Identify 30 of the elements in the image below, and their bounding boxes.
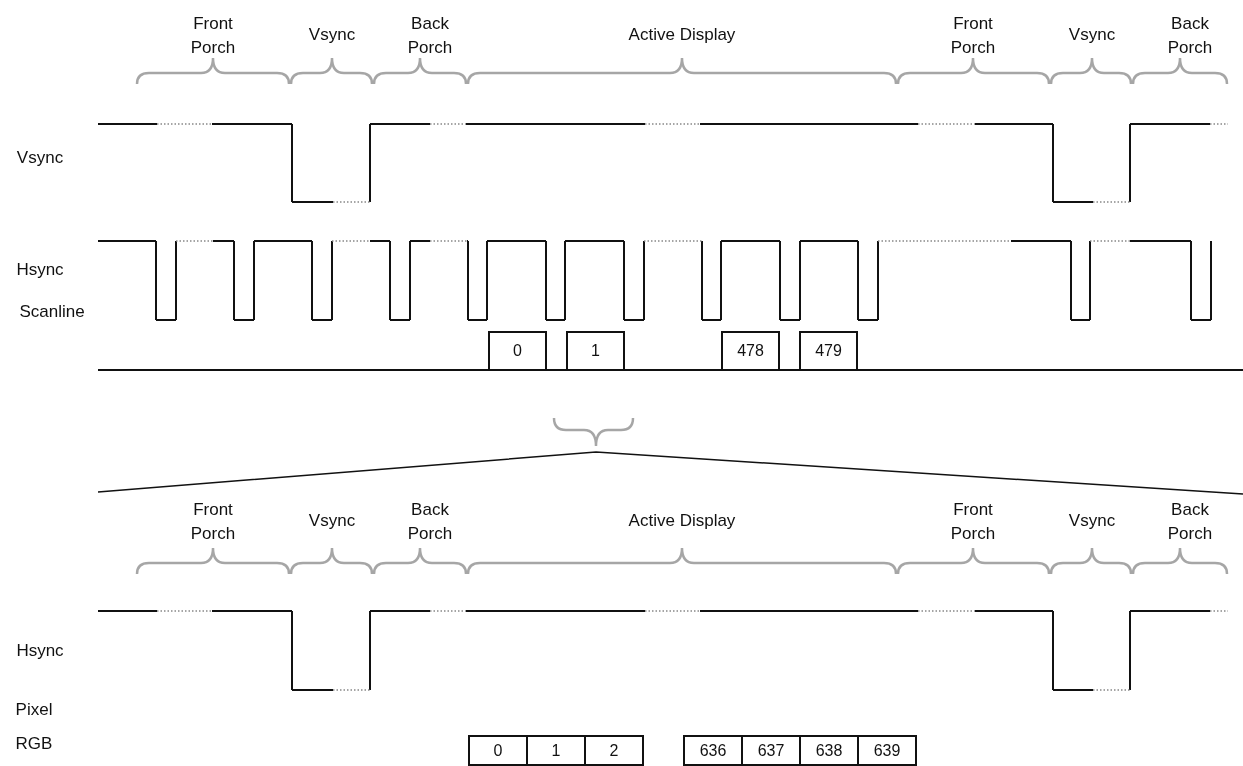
signal-label: Vsync xyxy=(15,147,65,169)
phase-label: Front Porch xyxy=(949,499,997,545)
scanline-box: 0 xyxy=(488,331,547,371)
scanline-box: 1 xyxy=(566,331,625,371)
phase-label: Front Porch xyxy=(189,13,237,59)
scanline-box: 478 xyxy=(721,331,780,371)
pixel-box: 636 xyxy=(683,735,743,766)
signal-label: Pixel RGB xyxy=(14,699,54,755)
phase-label: Back Porch xyxy=(1166,499,1214,545)
pixel-box: 0 xyxy=(468,735,528,766)
phase-label: Active Display xyxy=(627,510,737,532)
phase-label: Active Display xyxy=(627,24,737,46)
pixel-box: 639 xyxy=(857,735,917,766)
phase-label: Back Porch xyxy=(406,499,454,545)
phase-label: Vsync xyxy=(307,24,357,46)
phase-label: Vsync xyxy=(1067,24,1117,46)
signal-label: Hsync xyxy=(15,259,65,281)
phase-label: Vsync xyxy=(307,510,357,532)
pixel-box: 2 xyxy=(584,735,644,766)
phase-label: Front Porch xyxy=(189,499,237,545)
phase-label: Front Porch xyxy=(949,13,997,59)
signal-label: Hsync xyxy=(15,640,65,662)
pixel-box: 1 xyxy=(526,735,586,766)
pixel-box: 637 xyxy=(741,735,801,766)
pixel-box: 638 xyxy=(799,735,859,766)
scanline-box: 479 xyxy=(799,331,858,371)
phase-label: Back Porch xyxy=(406,13,454,59)
phase-label: Back Porch xyxy=(1166,13,1214,59)
phase-label: Vsync xyxy=(1067,510,1117,532)
signal-label: Scanline xyxy=(18,301,86,323)
